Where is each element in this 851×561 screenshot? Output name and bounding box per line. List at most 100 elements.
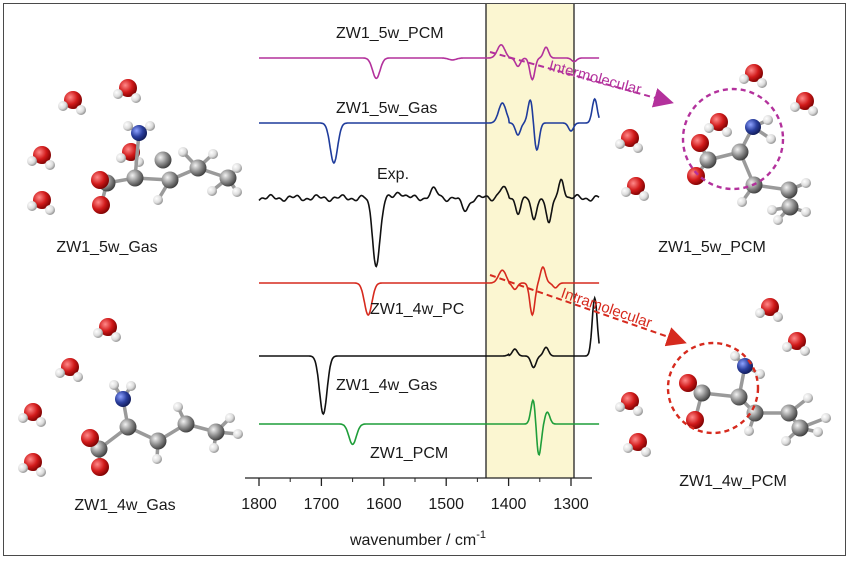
- atom-h: [109, 380, 119, 390]
- atom-h: [207, 186, 217, 196]
- atom-o: [687, 167, 705, 185]
- atom-h: [111, 332, 121, 342]
- atom-h: [126, 381, 136, 391]
- atom-h: [615, 402, 625, 412]
- atom-o: [629, 433, 647, 451]
- atom-n: [737, 358, 753, 374]
- molecule-label-bottom-left: ZW1_4w_Gas: [74, 497, 175, 514]
- atom-h: [755, 308, 765, 318]
- x-tick-label: 1400: [491, 496, 527, 513]
- atom-c: [119, 418, 137, 436]
- atom-h: [225, 413, 235, 423]
- water-molecule: [93, 318, 121, 342]
- atom-h: [801, 207, 811, 217]
- highlight-region: [486, 4, 574, 478]
- atom-h: [173, 402, 183, 412]
- atom-c: [730, 388, 748, 406]
- atom-c: [791, 419, 809, 437]
- atom-h: [27, 156, 37, 166]
- atom-o: [621, 129, 639, 147]
- atom-h: [18, 413, 28, 423]
- atom-o: [61, 358, 79, 376]
- atom-h: [641, 447, 651, 457]
- water-molecule: [623, 433, 651, 457]
- water-molecule: [755, 298, 783, 322]
- water-molecule: [615, 129, 643, 153]
- atom-h: [782, 342, 792, 352]
- spectrum-exp-: [258, 178, 600, 268]
- spectra-group: [258, 43, 600, 456]
- atom-h: [45, 160, 55, 170]
- water-molecule: [27, 191, 55, 215]
- molecule-label-top-right: ZW1_5w_PCM: [658, 239, 766, 256]
- water-molecule: [116, 143, 144, 167]
- x-axis-title: wavenumber / cm-1: [349, 529, 486, 549]
- atom-h: [232, 187, 242, 197]
- molecule-label-top-left: ZW1_5w_Gas: [56, 239, 157, 256]
- x-tick-label: 1800: [241, 496, 277, 513]
- atom-c: [149, 432, 167, 450]
- atom-h: [744, 426, 754, 436]
- atom-h: [76, 105, 86, 115]
- atom-h: [639, 191, 649, 201]
- water-molecule: [58, 91, 86, 115]
- curve-label-zw1-5w-gas: ZW1_5w_Gas: [336, 100, 437, 117]
- atom-h: [93, 328, 103, 338]
- intramolecular-highlight-circle: [666, 341, 760, 435]
- zw1-4w-pcm-solute: [679, 351, 831, 446]
- water-molecule: [704, 113, 732, 137]
- atom-h: [113, 89, 123, 99]
- curve-label-zw1-pcm: ZW1_PCM: [370, 445, 448, 462]
- atom-o: [64, 91, 82, 109]
- atom-o: [627, 177, 645, 195]
- atom-c: [126, 169, 144, 187]
- spectrum-zw1-4w-pcm: [259, 265, 600, 317]
- atom-n: [115, 391, 131, 407]
- atom-c: [161, 171, 179, 189]
- atom-h: [36, 417, 46, 427]
- atom-c: [780, 181, 798, 199]
- intermolecular-highlight-circle: [681, 87, 785, 191]
- intermolecular-arrow: [489, 51, 674, 108]
- atom-c: [693, 384, 711, 402]
- atom-h: [781, 436, 791, 446]
- atom-o: [745, 64, 763, 82]
- atom-h: [739, 74, 749, 84]
- spectrum-zw1-5w-pcm: [259, 43, 600, 81]
- atom-o: [679, 374, 697, 392]
- atom-h: [152, 454, 162, 464]
- atom-h: [813, 427, 823, 437]
- atom-h: [757, 78, 767, 88]
- atom-h: [73, 372, 83, 382]
- atom-o: [691, 134, 709, 152]
- molecule-label-bottom-right: ZW1_4w_PCM: [679, 473, 787, 490]
- atom-o: [81, 429, 99, 447]
- atom-o: [33, 191, 51, 209]
- atom-h: [800, 346, 810, 356]
- atom-h: [178, 147, 188, 157]
- atom-c: [746, 404, 764, 422]
- atom-h: [766, 134, 776, 144]
- water-molecule: [18, 453, 46, 477]
- atom-h: [623, 443, 633, 453]
- figure-frame: [3, 3, 846, 556]
- atom-o: [91, 171, 109, 189]
- atom-o: [710, 113, 728, 131]
- atom-o: [119, 79, 137, 97]
- x-tick-label: 1700: [304, 496, 340, 513]
- atom-h: [208, 149, 218, 159]
- atom-h: [621, 187, 631, 197]
- water-molecule: [27, 146, 55, 170]
- atom-o: [686, 411, 704, 429]
- atom-o: [621, 392, 639, 410]
- atom-c: [207, 423, 225, 441]
- atom-o: [24, 453, 42, 471]
- atom-c: [781, 198, 799, 216]
- atom-c: [219, 169, 237, 187]
- atom-o: [24, 403, 42, 421]
- atom-h: [209, 443, 219, 453]
- atom-h: [145, 121, 155, 131]
- water-molecule: [739, 64, 767, 88]
- atom-c: [154, 151, 172, 169]
